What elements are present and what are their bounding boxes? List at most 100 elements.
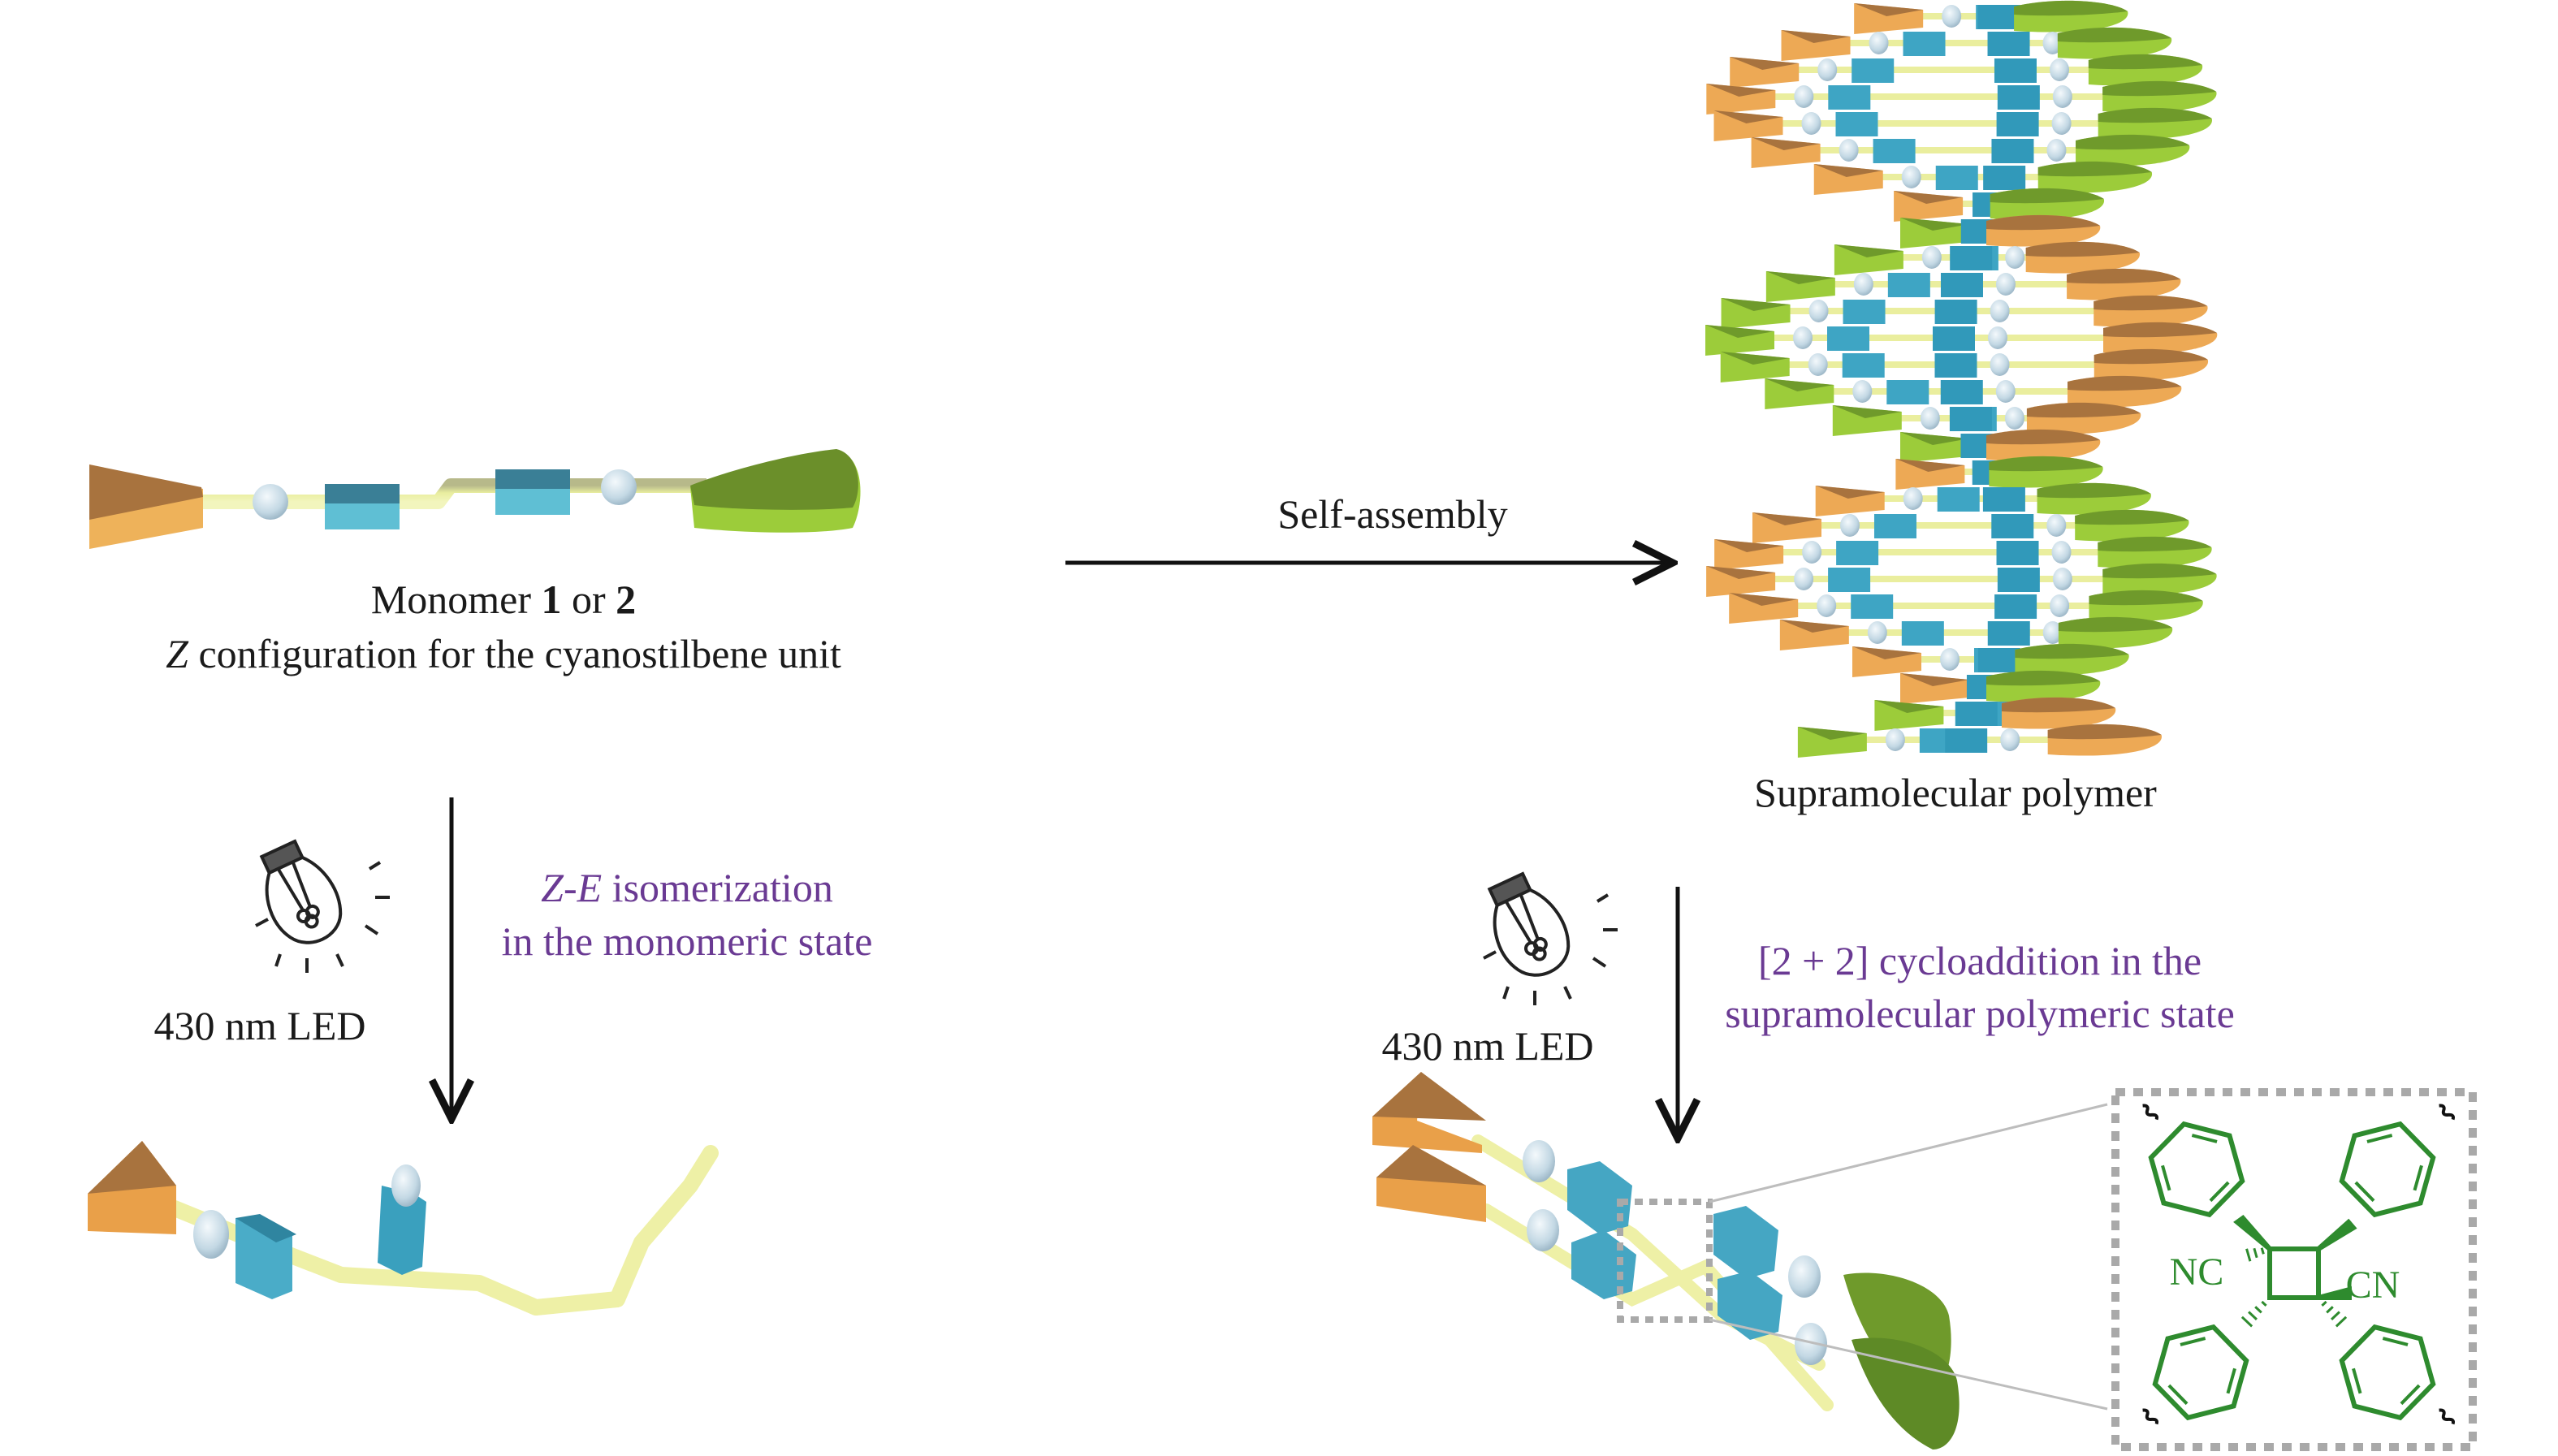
bead-2 [601,469,637,505]
helix-bead [1808,353,1828,376]
helix-monomer [1894,188,2105,222]
helix-bead [1794,85,1814,108]
helix-cube [1836,541,1879,565]
self-assembly-label: Self-assembly [1277,491,1507,537]
hash-bond [2245,1248,2252,1262]
hash-bond [2248,1311,2258,1320]
light-bulb-icon [255,839,390,973]
helix-monomer [1854,0,2128,34]
helix-cube [1977,5,2020,29]
phenyl-ring-bottom-right [2339,1324,2436,1421]
cyclobutane-ring [2267,1246,2321,1300]
helix-bead [1817,594,1837,617]
helix-cube [1903,32,1946,56]
helix-cube [1987,32,2030,56]
cyclobutane-structure-inset: NC CN [2111,1088,2477,1451]
helix-bead [2052,85,2072,108]
helix-cube [1873,514,1916,538]
triangle-end-e [88,1141,176,1234]
isomerization-label-line1: Z-E isomerization [541,865,833,910]
helix-bead [1885,728,1905,751]
triangle-end-dimer-1 [1372,1072,1486,1153]
bead-dimer-2 [1527,1209,1559,1251]
helix-cube [1987,621,2030,646]
helix-monomer [1706,563,2217,597]
right-light-source-label: 430 nm LED [1381,1023,1593,1069]
helix-cube [1996,541,2039,565]
monomer-subtitle: Z configuration for the cyanostilbene un… [166,631,841,676]
helix-cube [1940,380,1983,404]
helix-cube [1934,353,1977,378]
helix-bead [2046,514,2067,537]
helix-cube [1937,487,1980,512]
helix-cube [1873,139,1916,163]
helix-monomer [1714,536,2212,570]
helix-monomer [1895,456,2103,490]
isomerization-label-line2: in the monomeric state [502,918,873,964]
bead-1 [253,484,288,520]
monomer-e-illustration [88,1141,719,1316]
hash-bond [2331,1311,2340,1320]
helix-bead [2049,58,2069,81]
helix-bead [2004,407,2024,430]
helix-monomer [1751,134,2190,168]
cube-e-1 [235,1214,296,1299]
bead-dimer-3 [1788,1255,1821,1298]
light-bulb-icon-right [1483,871,1618,1005]
hash-bond [2260,1247,2265,1255]
helix-monomer [1752,509,2189,543]
zoom-connector-top [1709,1103,2108,1203]
helix-monomer [1721,295,2208,329]
wavy-bond-bottom-left [2142,1408,2158,1425]
helix-cube [1827,326,1870,351]
helix-cube [1950,246,1993,270]
wedge-bond [2233,1214,2272,1251]
helix-cube [1934,300,1977,324]
cycloaddition-label-line2: supramolecular polymeric state [1725,991,2235,1036]
helix-cube [1996,112,2039,136]
helix-bead [2042,32,2063,54]
helix-cube [1994,594,2037,619]
bead-e-2 [391,1164,421,1207]
helix-monomer [1781,27,2172,61]
helix-bead [1901,166,1921,188]
helix-bead [1990,300,2010,322]
helix-cube [1852,58,1895,83]
phenyl-ring-top-right [2339,1121,2436,1218]
helix-monomer [1834,241,2140,275]
helix-monomer [1706,80,2217,114]
helix-cube [1828,85,1871,110]
hash-bond [2261,1300,2267,1307]
helix-bead [1869,32,1889,54]
hash-bond [2321,1300,2327,1307]
helix-cube [1997,85,2040,110]
helix-bead [1990,353,2010,376]
helix-cube [1835,112,1878,136]
bead-dimer-4 [1795,1323,1827,1365]
helix-monomer [1779,616,2173,650]
helix-bead [1995,380,2016,403]
helix-monomer [1730,54,2203,88]
phenyl-ring-bottom-left [2152,1324,2249,1421]
bead-e-1 [193,1210,229,1259]
triangle-end-dimer-2 [1376,1145,1486,1222]
helix-monomer [1765,375,2182,409]
hash-bond [2240,1316,2253,1328]
cyclobutane-highlight-box [1617,1199,1713,1323]
structure-zoom-box [2111,1088,2477,1451]
helix-bead [1794,568,1814,590]
bead-dimer-1 [1523,1140,1555,1182]
helix-bead [1903,487,1923,510]
helix-bead [1988,326,2008,349]
helix-bead [2042,621,2063,644]
helix-bead [1808,300,1829,322]
polymer-caption: Supramolecular polymer [1754,770,2157,815]
helix-cube [1991,139,2034,163]
monomer-linker [203,478,706,509]
helix-bead [1853,273,1873,296]
helix-monomer [1729,590,2203,624]
helix-cube [1828,568,1871,592]
helix-bead [2050,594,2070,617]
wedge-bond-cn [2318,1286,2352,1300]
wedge-bond [2317,1218,2357,1251]
